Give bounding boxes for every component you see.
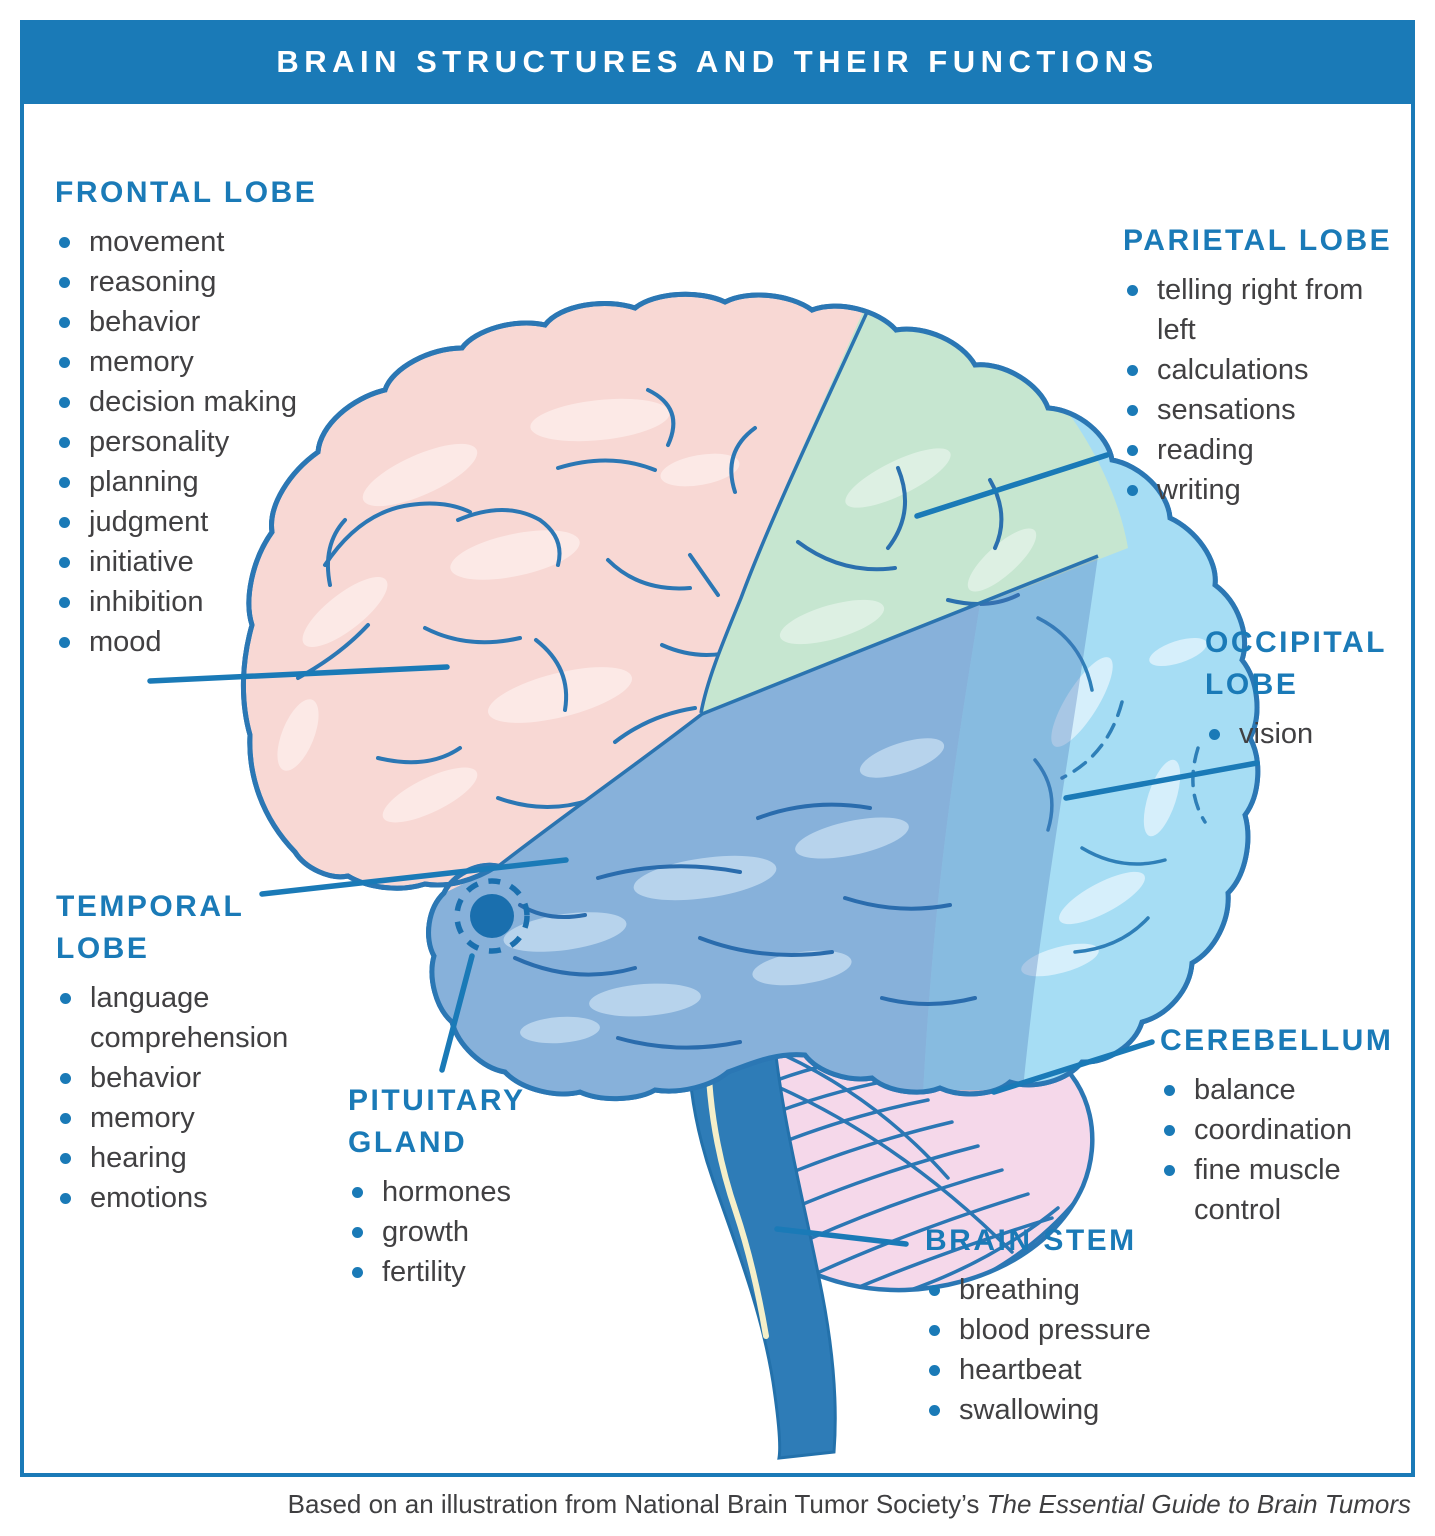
attribution-source-title: The Essential Guide to Brain Tumors bbox=[986, 1489, 1411, 1519]
frontal-lobe-section: FRONTAL LOBE movement reasoning behavior… bbox=[55, 172, 345, 662]
pituitary-gland-section: PITUITARY GLAND hormones growth fertilit… bbox=[348, 1080, 583, 1292]
temporal-lobe-list: language comprehension behavior memory h… bbox=[56, 978, 306, 1218]
function-item: breathing bbox=[925, 1270, 1200, 1310]
function-item: personality bbox=[55, 422, 345, 462]
function-item: memory bbox=[55, 342, 345, 382]
function-item: writing bbox=[1123, 470, 1368, 510]
function-item: swallowing bbox=[925, 1390, 1200, 1430]
occipital-lobe-section: OCCIPITAL LOBE vision bbox=[1205, 622, 1420, 754]
frontal-lobe-heading: FRONTAL LOBE bbox=[55, 176, 318, 209]
page-title: BRAIN STRUCTURES AND THEIR FUNCTIONS bbox=[276, 44, 1159, 79]
cerebellum-list: balance coordination fine muscle control bbox=[1160, 1070, 1412, 1230]
function-item: planning bbox=[55, 462, 345, 502]
function-item: language comprehension bbox=[56, 978, 306, 1058]
function-item: growth bbox=[348, 1212, 583, 1252]
function-item: telling right from left bbox=[1123, 270, 1368, 350]
brain-stem-heading: BRAIN STEM bbox=[925, 1224, 1137, 1257]
function-item: hormones bbox=[348, 1172, 583, 1212]
function-item: initiative bbox=[55, 542, 345, 582]
parietal-lobe-section: PARIETAL LOBE telling right from left ca… bbox=[1123, 220, 1395, 510]
function-item: blood pressure bbox=[925, 1310, 1200, 1350]
function-item: reasoning bbox=[55, 262, 345, 302]
temporal-lobe-heading: TEMPORAL LOBE bbox=[56, 890, 244, 965]
function-item: fine muscle control bbox=[1160, 1150, 1412, 1230]
function-item: balance bbox=[1160, 1070, 1412, 1110]
brain-stem-section: BRAIN STEM breathing blood pressure hear… bbox=[925, 1220, 1200, 1430]
function-item: judgment bbox=[55, 502, 345, 542]
parietal-lobe-list: telling right from left calculations sen… bbox=[1123, 270, 1368, 510]
function-item: movement bbox=[55, 222, 345, 262]
function-item: fertility bbox=[348, 1252, 583, 1292]
function-item: reading bbox=[1123, 430, 1368, 470]
function-item: inhibition bbox=[55, 582, 345, 622]
function-item: emotions bbox=[56, 1178, 306, 1218]
function-item: coordination bbox=[1160, 1110, 1412, 1150]
cerebellum-section: CEREBELLUM balance coordination fine mus… bbox=[1160, 1020, 1412, 1230]
parietal-lobe-heading: PARIETAL LOBE bbox=[1123, 224, 1393, 257]
function-item: behavior bbox=[55, 302, 345, 342]
attribution-text: Based on an illustration from National B… bbox=[287, 1489, 987, 1519]
function-item: mood bbox=[55, 622, 345, 662]
title-bar: BRAIN STRUCTURES AND THEIR FUNCTIONS bbox=[20, 20, 1415, 104]
pituitary-gland-heading: PITUITARY GLAND bbox=[348, 1084, 525, 1159]
occipital-lobe-list: vision bbox=[1205, 714, 1420, 754]
function-item: memory bbox=[56, 1098, 306, 1138]
function-item: calculations bbox=[1123, 350, 1368, 390]
function-item: decision making bbox=[55, 382, 345, 422]
cerebellum-heading: CEREBELLUM bbox=[1160, 1024, 1394, 1057]
function-item: hearing bbox=[56, 1138, 306, 1178]
function-item: sensations bbox=[1123, 390, 1368, 430]
temporal-lobe-section: TEMPORAL LOBE language comprehension beh… bbox=[56, 886, 306, 1218]
pituitary-gland-list: hormones growth fertility bbox=[348, 1172, 583, 1292]
attribution-footer: Based on an illustration from National B… bbox=[288, 1489, 1411, 1520]
occipital-lobe-heading: OCCIPITAL LOBE bbox=[1205, 626, 1387, 701]
function-item: vision bbox=[1205, 714, 1420, 754]
function-item: heartbeat bbox=[925, 1350, 1200, 1390]
function-item: behavior bbox=[56, 1058, 306, 1098]
brain-stem-list: breathing blood pressure heartbeat swall… bbox=[925, 1270, 1200, 1430]
frontal-lobe-list: movement reasoning behavior memory decis… bbox=[55, 222, 345, 662]
